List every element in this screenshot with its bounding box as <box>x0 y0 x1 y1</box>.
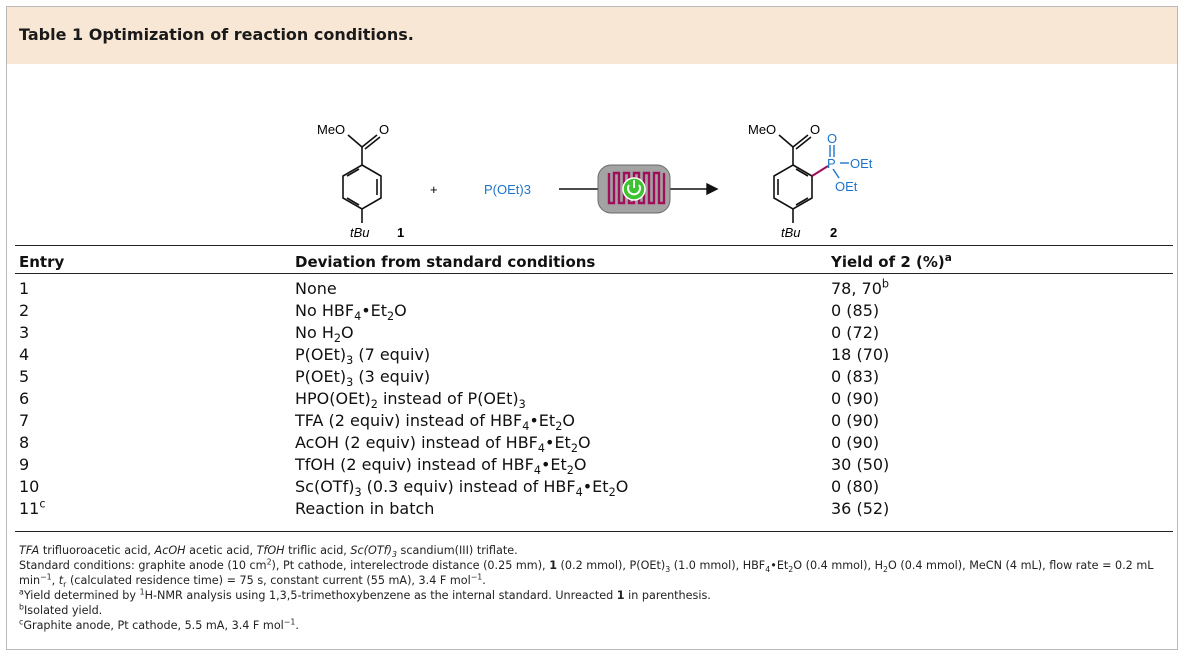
row-entry: 11c <box>19 499 46 518</box>
reaction-scheme: MeO O tBu 1 + P(OEt)3 <box>7 65 1179 255</box>
header-yield-footnote-mark: a <box>944 252 952 264</box>
header-rule-bottom <box>15 273 1173 274</box>
flow-reactor-icon <box>597 164 671 214</box>
row-deviation: AcOH (2 equiv) instead of HBF4•Et2O <box>295 433 591 456</box>
product-meo-label: MeO <box>748 122 776 137</box>
table-row: 5 P(OEt)3 (3 equiv) 0 (83) <box>7 367 1177 389</box>
header-yield-text: Yield of 2 (%) <box>831 253 945 271</box>
row-yield: 36 (52) <box>831 499 890 518</box>
reactant-carbonyl-o: O <box>379 122 389 137</box>
product-tbu-label: tBu <box>781 225 801 240</box>
footnote-abbreviations: TFA trifluoroacetic acid, AcOH acetic ac… <box>19 544 518 560</box>
row-deviation: TfOH (2 equiv) instead of HBF4•Et2O <box>295 455 587 478</box>
table-title-bar: Table 1 Optimization of reaction conditi… <box>7 7 1177 64</box>
table-title: Table 1 Optimization of reaction conditi… <box>19 25 414 44</box>
row-entry: 4 <box>19 345 30 364</box>
row-deviation: Sc(OTf)3 (0.3 equiv) instead of HBF4•Et2… <box>295 477 629 500</box>
header-rule-top <box>15 245 1173 246</box>
product-2-structure <box>773 134 813 223</box>
row-yield-footnote-mark: b <box>881 277 889 291</box>
row-entry: 10 <box>19 477 40 496</box>
row-yield: 0 (90) <box>831 389 880 408</box>
row-yield: 30 (50) <box>831 455 890 474</box>
header-deviation: Deviation from standard conditions <box>295 253 596 271</box>
table-row: 2 No HBF4•Et2O 0 (85) <box>7 301 1177 323</box>
row-deviation: No HBF4•Et2O <box>295 301 407 324</box>
reagent-label: P(OEt)3 <box>484 182 531 197</box>
phosphonate-oet-1: OEt <box>850 156 873 171</box>
reactant-number-label: 1 <box>397 225 404 240</box>
row-yield: 0 (80) <box>831 477 880 496</box>
row-deviation: Reaction in batch <box>295 499 435 518</box>
product-number-label: 2 <box>830 225 837 240</box>
plus-sign: + <box>430 182 438 197</box>
reaction-scheme-drawing: MeO O tBu 1 + P(OEt)3 <box>317 122 873 240</box>
product-carbonyl-o: O <box>810 122 820 137</box>
phosphonate-p: P <box>827 156 836 171</box>
row-entry: 5 <box>19 367 30 386</box>
row-deviation: No H2O <box>295 323 354 346</box>
row-yield: 0 (85) <box>831 301 880 320</box>
row-yield: 0 (90) <box>831 411 880 430</box>
reactant-tbu-label: tBu <box>350 225 370 240</box>
row-yield-value: 78, 70 <box>831 279 882 298</box>
table-rule-bottom <box>15 531 1173 532</box>
row-yield: 0 (83) <box>831 367 880 386</box>
row-deviation: TFA (2 equiv) instead of HBF4•Et2O <box>295 411 575 434</box>
row-entry: 9 <box>19 455 30 474</box>
row-entry: 6 <box>19 389 30 408</box>
table-row: 1 None 78, 70b <box>7 279 1177 301</box>
row-deviation: P(OEt)3 (3 equiv) <box>295 367 431 390</box>
row-deviation: None <box>295 279 337 298</box>
row-yield: 0 (90) <box>831 433 880 452</box>
row-entry: 3 <box>19 323 30 342</box>
table-row: 9 TfOH (2 equiv) instead of HBF4•Et2O 30… <box>7 455 1177 477</box>
row-entry: 2 <box>19 301 30 320</box>
row-yield: 18 (70) <box>831 345 890 364</box>
row-entry-footnote-mark: c <box>39 497 46 511</box>
row-entry-value: 11 <box>19 499 40 518</box>
header-entry: Entry <box>19 253 65 271</box>
table-footnotes: TFA trifluoroacetic acid, AcOH acetic ac… <box>19 543 1169 633</box>
footnote-a: aYield determined by 1H-NMR analysis usi… <box>19 587 711 602</box>
table-row: 11c Reaction in batch 36 (52) <box>7 499 1177 521</box>
power-icon <box>622 177 646 201</box>
phosphonate-oet-2: OEt <box>835 179 858 194</box>
row-yield: 78, 70b <box>831 279 889 298</box>
table-frame: Table 1 Optimization of reaction conditi… <box>6 6 1178 650</box>
row-entry: 8 <box>19 433 30 452</box>
phosphonate-o: O <box>827 131 837 146</box>
table-row: 4 P(OEt)3 (7 equiv) 18 (70) <box>7 345 1177 367</box>
row-entry: 1 <box>19 279 30 298</box>
row-deviation: P(OEt)3 (7 equiv) <box>295 345 431 368</box>
table-row: 7 TFA (2 equiv) instead of HBF4•Et2O 0 (… <box>7 411 1177 433</box>
reactant-1-structure <box>342 134 382 223</box>
phosphonate-bonds <box>829 145 849 179</box>
table-row: 8 AcOH (2 equiv) instead of HBF4•Et2O 0 … <box>7 433 1177 455</box>
row-entry: 7 <box>19 411 30 430</box>
row-deviation: HPO(OEt)2 instead of P(OEt)3 <box>295 389 526 412</box>
table-row: 3 No H2O 0 (72) <box>7 323 1177 345</box>
footnote-standard-conditions: Standard conditions: graphite anode (10 … <box>19 557 1154 590</box>
reactant-meo-label: MeO <box>317 122 345 137</box>
footnote-b: bIsolated yield. <box>19 602 103 617</box>
c-p-bond <box>811 165 829 177</box>
row-yield: 0 (72) <box>831 323 880 342</box>
table-row: 10 Sc(OTf)3 (0.3 equiv) instead of HBF4•… <box>7 477 1177 499</box>
table-row: 6 HPO(OEt)2 instead of P(OEt)3 0 (90) <box>7 389 1177 411</box>
footnote-c: cGraphite anode, Pt cathode, 5.5 mA, 3.4… <box>19 617 299 632</box>
header-yield: Yield of 2 (%)a <box>831 253 952 271</box>
